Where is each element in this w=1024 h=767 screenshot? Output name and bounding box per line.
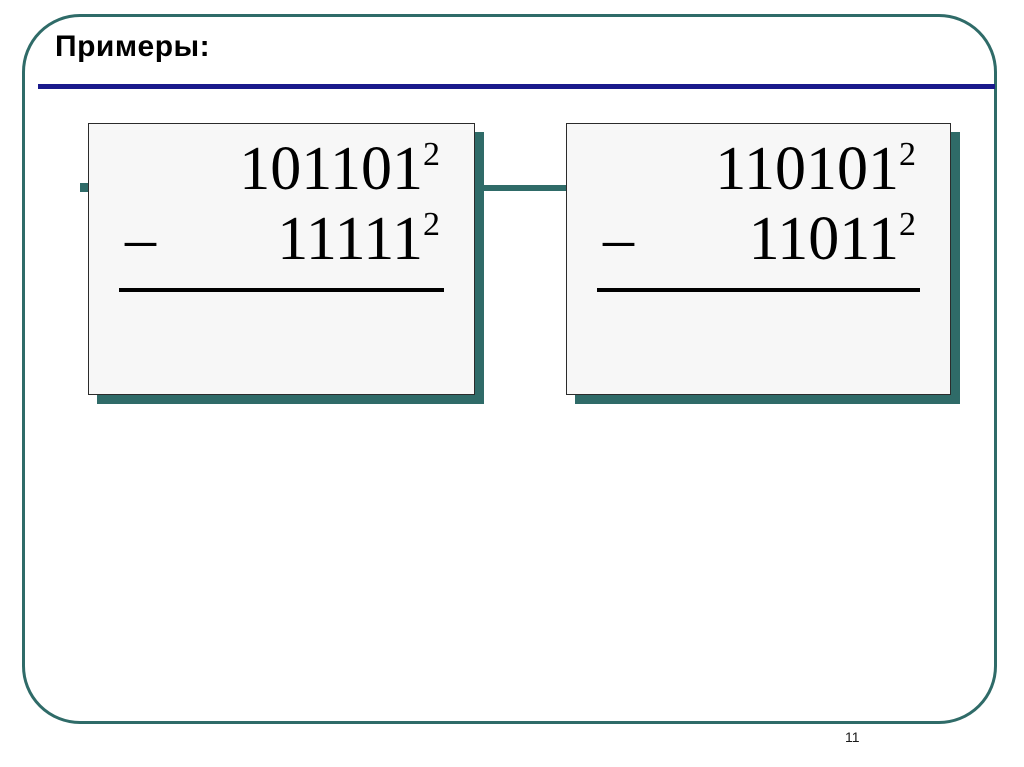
subtrahend-base-2: 2 bbox=[899, 206, 916, 243]
minuend-base-2: 2 bbox=[899, 136, 916, 173]
minus-operator-2: – bbox=[603, 205, 634, 273]
page-title: Примеры: bbox=[55, 30, 211, 63]
connector-stub-left bbox=[80, 183, 90, 192]
connector-line-between-boxes bbox=[463, 185, 573, 191]
answer-rule-1 bbox=[119, 288, 444, 292]
subtrahend-digits-1: 11111 bbox=[277, 205, 423, 273]
minuend-base-1: 2 bbox=[423, 136, 440, 173]
subtrahend-base-1: 2 bbox=[423, 206, 440, 243]
minuend-digits-2: 110101 bbox=[715, 135, 899, 203]
title-divider-rule bbox=[38, 84, 995, 89]
page-number: 11 bbox=[845, 729, 860, 745]
result-row-1 bbox=[89, 292, 474, 362]
minuend-digits-1: 101101 bbox=[239, 135, 423, 203]
subtrahend-digits-2: 11011 bbox=[748, 205, 899, 273]
result-row-2 bbox=[567, 292, 950, 362]
minus-operator-1: – bbox=[125, 205, 156, 273]
answer-rule-2 bbox=[597, 288, 920, 292]
